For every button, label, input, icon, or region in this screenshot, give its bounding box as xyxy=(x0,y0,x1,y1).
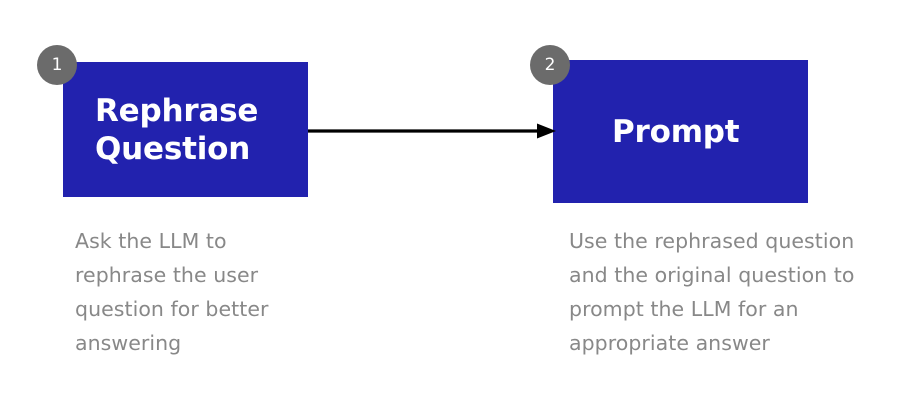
step-box-prompt[interactable]: Prompt xyxy=(553,60,808,203)
step-caption-prompt: Use the rephrased question and the origi… xyxy=(569,229,855,355)
step-box-rephrase-question[interactable]: Rephrase Question xyxy=(63,62,308,197)
connector-arrow-icon xyxy=(308,123,556,139)
step-badge-2: 2 xyxy=(530,45,570,85)
step-badge-number: 1 xyxy=(51,54,63,75)
step-badge-1: 1 xyxy=(37,45,77,85)
step-caption-rephrase-question: Ask the LLM to rephrase the user questio… xyxy=(75,229,269,355)
step-badge-number: 2 xyxy=(544,54,556,75)
step-box-title: Prompt xyxy=(612,113,740,150)
step-box-title: Rephrase Question xyxy=(95,92,259,167)
